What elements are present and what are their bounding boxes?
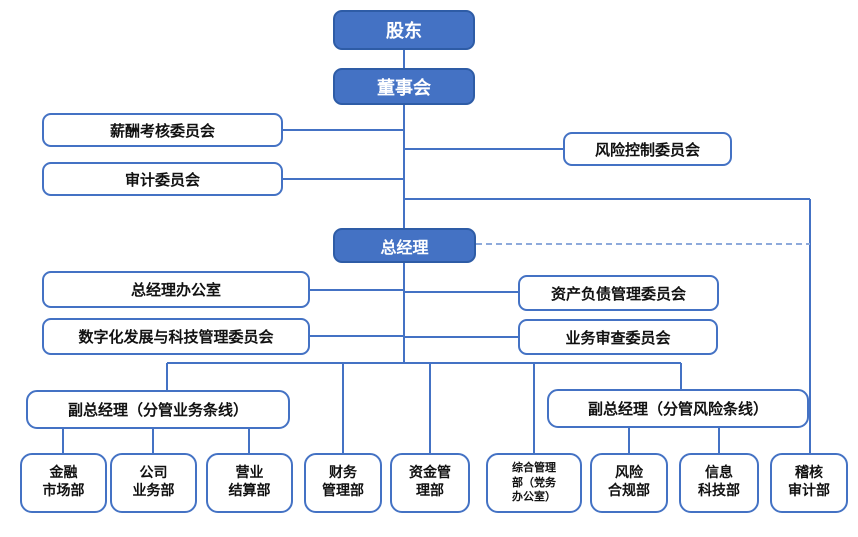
node-board-of-directors: 董事会: [333, 68, 475, 105]
dept-label-line: 财务: [329, 465, 357, 482]
node-dept-treasury-management: 资金管 理部: [390, 453, 470, 513]
dept-label-line: 审计部: [788, 483, 830, 499]
node-digital-tech-committee: 数字化发展与科技管理委员会: [42, 318, 310, 355]
dept-label-line: 合规部: [608, 483, 650, 499]
dept-label-line: 结算部: [228, 483, 271, 499]
node-deputy-gm-risk: 副总经理（分管风险条线）: [547, 389, 809, 428]
node-audit-committee: 审计委员会: [42, 162, 283, 196]
node-dept-financial-markets: 金融 市场部: [20, 453, 107, 513]
dept-label-line: 信息: [705, 465, 733, 482]
dept-label-line: 部（党务: [512, 475, 556, 489]
dept-label-line: 办公室）: [512, 490, 556, 504]
node-shareholders: 股东: [333, 10, 475, 50]
node-dept-general-management: 综合管理 部（党务 办公室）: [486, 453, 582, 513]
node-dept-operations-settlement: 营业 结算部: [206, 453, 293, 513]
node-dept-corporate-banking: 公司 业务部: [110, 453, 197, 513]
dept-label-line: 管理部: [322, 483, 364, 499]
node-dept-internal-audit: 稽核 审计部: [770, 453, 848, 513]
dept-label-line: 公司: [139, 465, 168, 482]
node-general-manager: 总经理: [333, 228, 476, 263]
dept-label-line: 理部: [416, 483, 444, 499]
node-compensation-committee: 薪酬考核委员会: [42, 113, 283, 147]
dept-label-line: 综合管理: [512, 460, 556, 474]
dept-label-line: 营业: [235, 465, 264, 482]
node-dept-risk-compliance: 风险 合规部: [590, 453, 668, 513]
dept-label-line: 风险: [615, 465, 643, 482]
dept-label-line: 稽核: [795, 465, 823, 482]
node-gm-office: 总经理办公室: [42, 271, 310, 308]
dept-label-line: 市场部: [42, 483, 85, 499]
node-business-review-committee: 业务审查委员会: [518, 319, 718, 355]
dept-label-line: 资金管: [409, 465, 451, 482]
node-dept-information-technology: 信息 科技部: [679, 453, 759, 513]
dept-label-line: 科技部: [698, 483, 740, 499]
node-dept-finance-management: 财务 管理部: [304, 453, 382, 513]
dept-label-line: 业务部: [132, 483, 175, 499]
dept-label-line: 金融: [49, 465, 78, 482]
node-asset-liability-committee: 资产负债管理委员会: [518, 275, 719, 311]
node-deputy-gm-business: 副总经理（分管业务条线）: [26, 390, 290, 429]
node-risk-control-committee: 风险控制委员会: [563, 132, 732, 166]
